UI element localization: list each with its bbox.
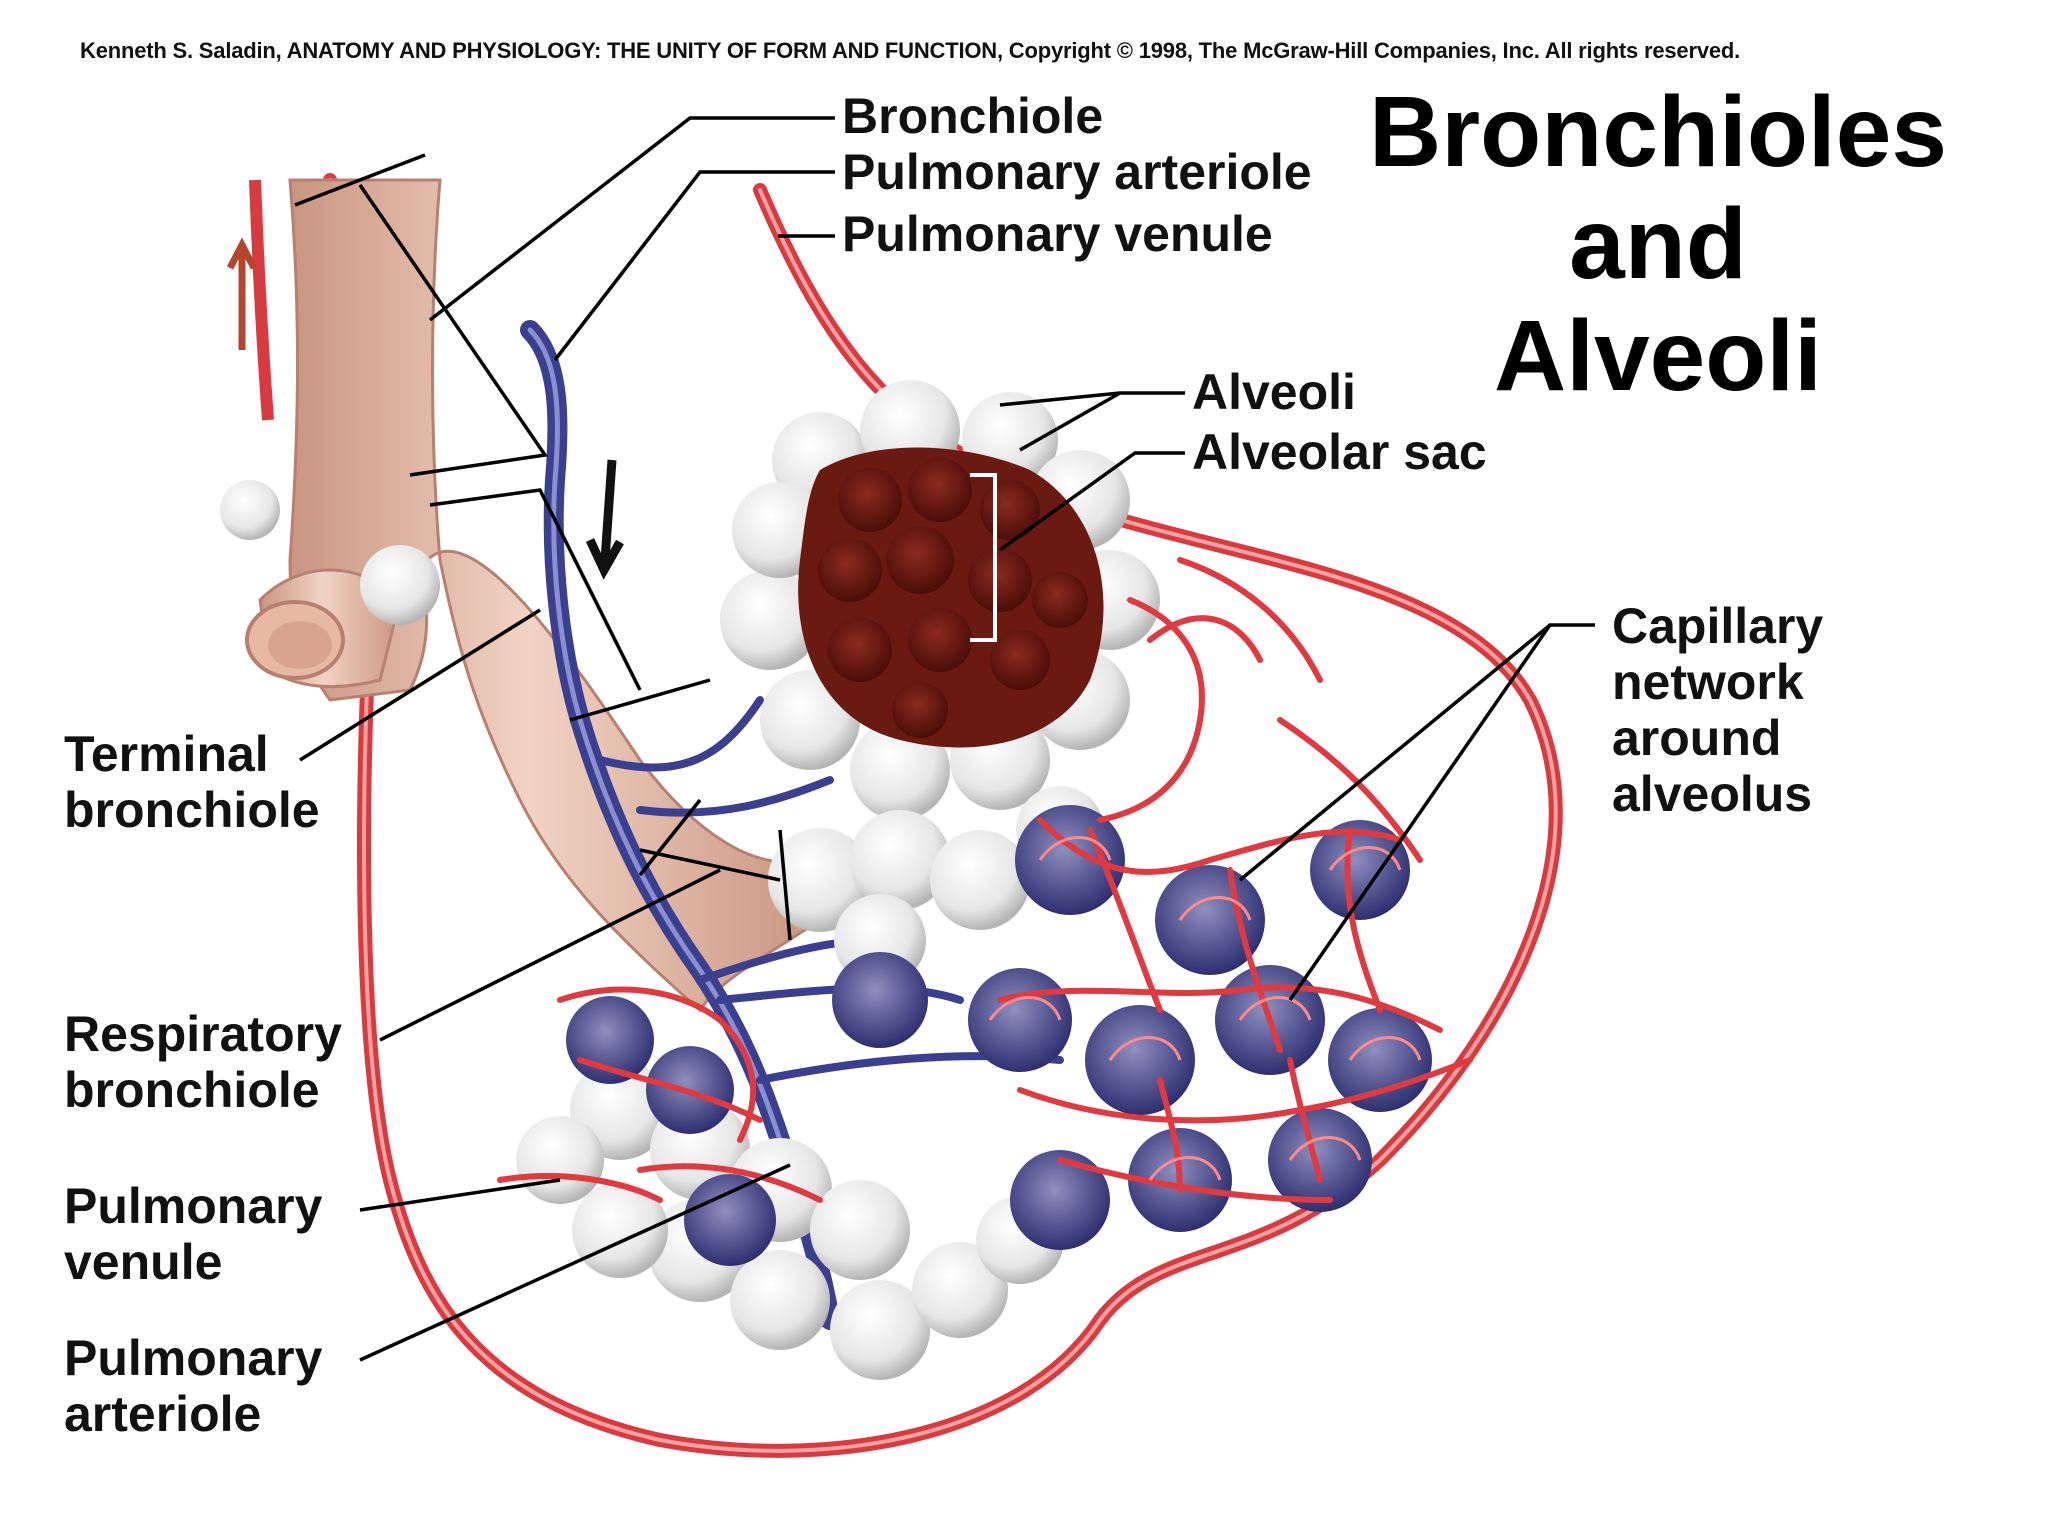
sac-interior-cells [818, 458, 1088, 738]
terminal-line-2: bronchiole [64, 782, 320, 838]
pulmonary-venule-outer-loop-highlight [328, 178, 1558, 1453]
leader-pulmonary-venule-left [359, 1178, 561, 1212]
title-line-1: Bronchioles [1369, 76, 1947, 188]
label-capillary-network: Capillary network around alveolus [1612, 598, 1823, 822]
venule-line-1: Pulmonary [64, 1178, 323, 1234]
flow-arrow-down [585, 459, 624, 580]
capillary-line-4: alveolus [1612, 766, 1813, 822]
capillary-line-3: around [1612, 710, 1782, 766]
leader-pulmonary-arteriole-left [359, 1163, 791, 1362]
alveolar-sac-bracket [970, 473, 997, 642]
leader-lines [294, 116, 1595, 1362]
arteriole-line-2: arteriole [64, 1386, 262, 1442]
arteriole-line-1: Pulmonary [64, 1330, 323, 1386]
leader-terminal-bronchiole [299, 608, 541, 762]
label-alveoli: Alveoli [1192, 364, 1356, 420]
label-pulmonary-venule-top: Pulmonary venule [842, 206, 1273, 262]
venule-line-2: venule [64, 1234, 223, 1290]
label-bronchiole-top: Bronchiole [842, 88, 1104, 144]
capillary-alveoli [566, 805, 1432, 1266]
label-alveolar-sac: Alveolar sac [1192, 424, 1487, 480]
leader-respiratory-bronchiole [379, 868, 721, 1042]
flow-arrow-up [226, 237, 258, 350]
pulmonary-venule-top-left [249, 179, 274, 421]
respiratory-line-2: bronchiole [64, 1062, 320, 1118]
label-pulmonary-arteriole-top: Pulmonary arteriole [842, 144, 1312, 200]
bronchiole-opening-inner [268, 621, 332, 669]
leader-alveolar-sac [998, 451, 1185, 552]
leader-pulmonary-arteriole-top [553, 170, 835, 362]
label-pulmonary-venule-left: Pulmonary venule [64, 1178, 322, 1290]
label-pulmonary-arteriole-left: Pulmonary arteriole [64, 1330, 322, 1442]
title-line-2: and [1569, 188, 1747, 300]
pulmonary-arteriole-highlight [527, 327, 783, 1143]
leader-bronchiole [428, 116, 835, 322]
capillary-mesh [988, 836, 1422, 1181]
bronchiole-bracket [294, 153, 792, 941]
title-line-3: Alveoli [1494, 300, 1822, 412]
terminal-line-1: Terminal [64, 726, 269, 782]
leader-alveoli [999, 391, 1185, 452]
label-terminal-bronchiole: Terminal bronchiole [64, 726, 320, 838]
diagram-title: Bronchioles and Alveoli [1308, 76, 2008, 412]
alveolar-sac-group [720, 380, 1160, 820]
label-respiratory-bronchiole: Respiratory bronchiole [64, 1006, 342, 1118]
respiratory-line-1: Respiratory [64, 1006, 342, 1062]
leader-capillary-network [1238, 623, 1595, 1001]
copyright-credit: Kenneth S. Saladin, ANATOMY AND PHYSIOLO… [80, 38, 1741, 63]
capillary-line-1: Capillary [1612, 598, 1824, 654]
capillary-line-2: network [1612, 654, 1804, 710]
